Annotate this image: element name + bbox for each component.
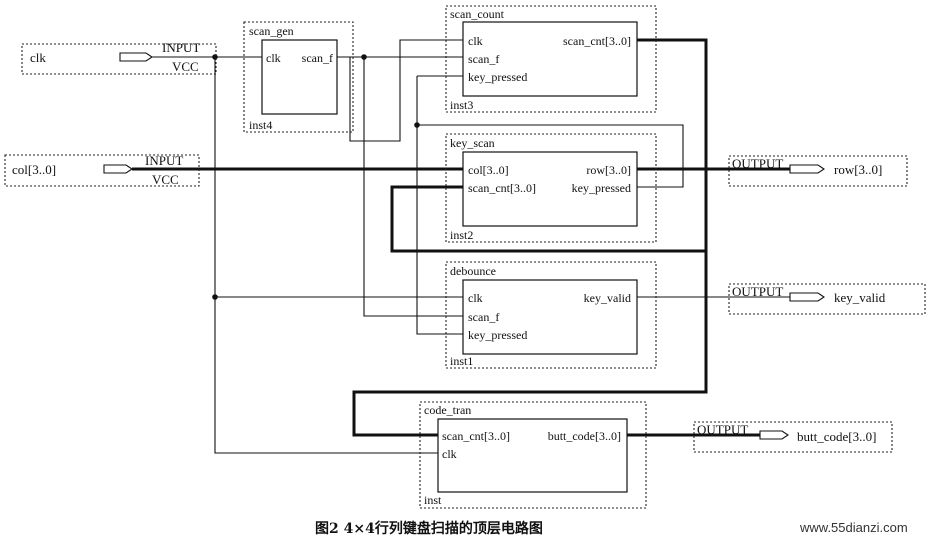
instance-label: inst — [424, 493, 442, 507]
block-frame — [445, 261, 657, 369]
port-supply: VCC — [172, 59, 199, 74]
pin-in: key_pressed — [468, 328, 527, 342]
block-name: debounce — [450, 264, 496, 278]
block-scan-gen: scan_gen clk scan_f inst4 — [243, 21, 354, 133]
port-kind: INPUT — [145, 153, 183, 168]
port-frame — [4, 154, 200, 187]
thin-wires — [152, 39, 790, 454]
block-code-tran: code_tran scan_cnt[3..0] clk butt_code[3… — [419, 401, 647, 509]
wire-clk-bus — [214, 57, 438, 454]
pin-out: row[3..0] — [586, 163, 631, 177]
pin-in: col[3..0] — [468, 163, 509, 177]
pin-out: scan_cnt[3..0] — [563, 34, 631, 48]
block-name: key_scan — [450, 136, 495, 150]
instance-label: inst3 — [450, 98, 473, 112]
wire-key-pressed — [416, 124, 684, 335]
pin-in: scan_cnt[3..0] — [468, 181, 536, 195]
port-name: butt_code[3..0] — [797, 429, 876, 444]
pin-in: clk — [468, 34, 483, 48]
block-frame — [419, 401, 647, 509]
wire-scanf-debounce — [363, 57, 463, 317]
junction-dot — [361, 54, 367, 60]
instance-label: inst2 — [450, 228, 473, 242]
input-pin-icon — [103, 164, 133, 174]
input-port-col: col[3..0] INPUT VCC — [4, 153, 200, 187]
port-supply: VCC — [152, 172, 179, 187]
port-name: clk — [30, 50, 46, 65]
block-body — [437, 418, 628, 493]
port-kind: OUTPUT — [732, 156, 783, 171]
junction-dot — [212, 294, 218, 300]
port-frame — [728, 283, 926, 315]
block-body — [462, 279, 638, 355]
input-pin-icon — [119, 52, 153, 62]
port-frame — [693, 421, 893, 453]
output-pin-icon — [789, 164, 825, 174]
port-name: key_valid — [834, 290, 886, 305]
pin-in: clk — [442, 447, 457, 461]
block-name: code_tran — [424, 403, 471, 417]
pin-out: scan_f — [302, 51, 333, 65]
bus-scan-cnt-tran — [352, 251, 708, 437]
block-name: scan_gen — [249, 24, 294, 38]
instance-label: inst1 — [450, 354, 473, 368]
junction-dot — [212, 54, 218, 60]
block-body — [462, 21, 638, 97]
block-frame — [445, 5, 657, 113]
bus-scan-cnt — [390, 38, 708, 253]
output-port-key-valid: OUTPUT key_valid — [728, 283, 926, 315]
port-kind: OUTPUT — [732, 284, 783, 299]
output-pin-icon — [759, 430, 789, 440]
block-body — [462, 151, 638, 227]
pin-in: clk — [266, 51, 281, 65]
output-port-row: OUTPUT row[3..0] — [728, 155, 908, 187]
block-frame — [243, 21, 354, 133]
pin-in: scan_cnt[3..0] — [442, 429, 510, 443]
pin-in: scan_f — [468, 52, 499, 66]
pin-out: key_valid — [584, 291, 631, 305]
pin-in: key_pressed — [468, 70, 527, 84]
pin-in: clk — [468, 291, 483, 305]
port-name: col[3..0] — [12, 162, 56, 177]
block-frame — [445, 133, 657, 243]
block-name: scan_count — [450, 7, 505, 21]
block-key-scan: key_scan col[3..0] scan_cnt[3..0] row[3.… — [445, 133, 657, 243]
input-port-clk: clk INPUT VCC — [21, 40, 217, 75]
block-scan-count: scan_count clk scan_f key_pressed scan_c… — [445, 5, 657, 113]
port-frame — [21, 43, 217, 75]
watermark-url: www.55dianzi.com — [799, 520, 908, 535]
port-frame — [728, 155, 908, 187]
output-port-butt-code: OUTPUT butt_code[3..0] — [693, 421, 893, 453]
instance-label: inst4 — [249, 118, 272, 132]
pin-out: key_pressed — [572, 181, 631, 195]
pin-out: butt_code[3..0] — [548, 429, 621, 443]
block-body — [261, 39, 338, 115]
junction-dot — [414, 122, 420, 128]
figure-caption: 图2 4×4行列键盘扫描的顶层电路图 — [315, 520, 543, 537]
pin-in: scan_f — [468, 310, 499, 324]
output-pin-icon — [789, 292, 825, 302]
bus-wires — [132, 38, 790, 437]
block-debounce: debounce clk scan_f key_pressed key_vali… — [445, 261, 657, 369]
wire-clk-scancount — [337, 39, 463, 142]
port-kind: INPUT — [162, 40, 200, 55]
port-kind: OUTPUT — [697, 422, 748, 437]
port-name: row[3..0] — [834, 162, 882, 177]
